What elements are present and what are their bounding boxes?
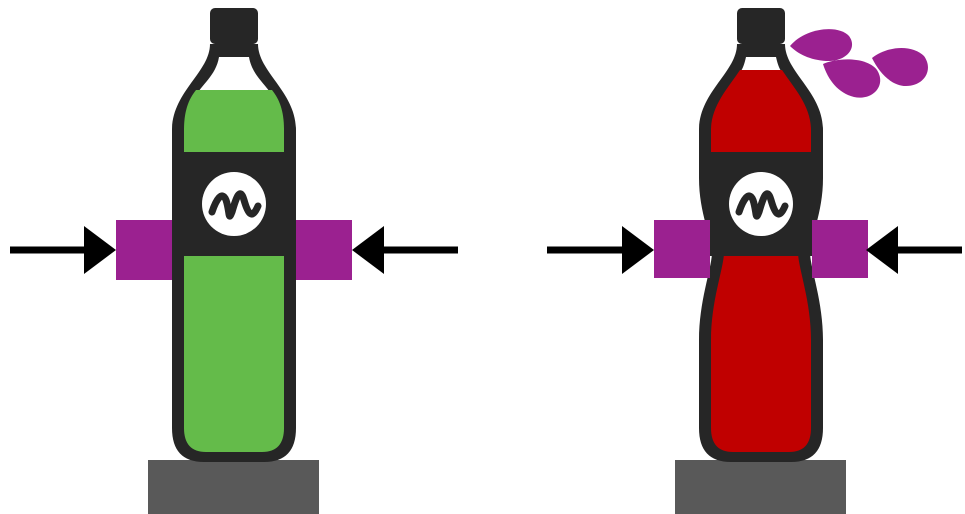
- left-bottle-group: [10, 8, 458, 514]
- left-clamp-pad-right: [296, 220, 352, 280]
- left-bottle-cap: [210, 8, 258, 44]
- left-clamp-pad-left: [116, 220, 172, 280]
- left-base-block: [148, 460, 319, 514]
- right-arrow-right-icon: [547, 226, 654, 274]
- right-bottle-icon: [699, 8, 823, 462]
- left-bottle-liquid: [184, 90, 284, 452]
- right-bottle-cap: [737, 8, 785, 44]
- left-arrow-left-icon: [352, 226, 458, 274]
- right-base-block: [675, 460, 846, 514]
- right-clamp-pad-left: [654, 220, 710, 278]
- right-bottle-group: [547, 8, 962, 514]
- right-bottle-liquid: [711, 70, 811, 452]
- right-bottle-neck-empty: [740, 57, 782, 72]
- left-wave-logo-icon: [202, 172, 266, 236]
- left-arrow-right-icon: [10, 226, 116, 274]
- right-droplet-icon: [790, 29, 928, 98]
- right-arrow-left-icon: [866, 226, 962, 274]
- right-wave-logo-icon: [729, 172, 793, 236]
- left-bottle-icon: [172, 8, 296, 462]
- right-clamp-pad-right: [812, 220, 868, 278]
